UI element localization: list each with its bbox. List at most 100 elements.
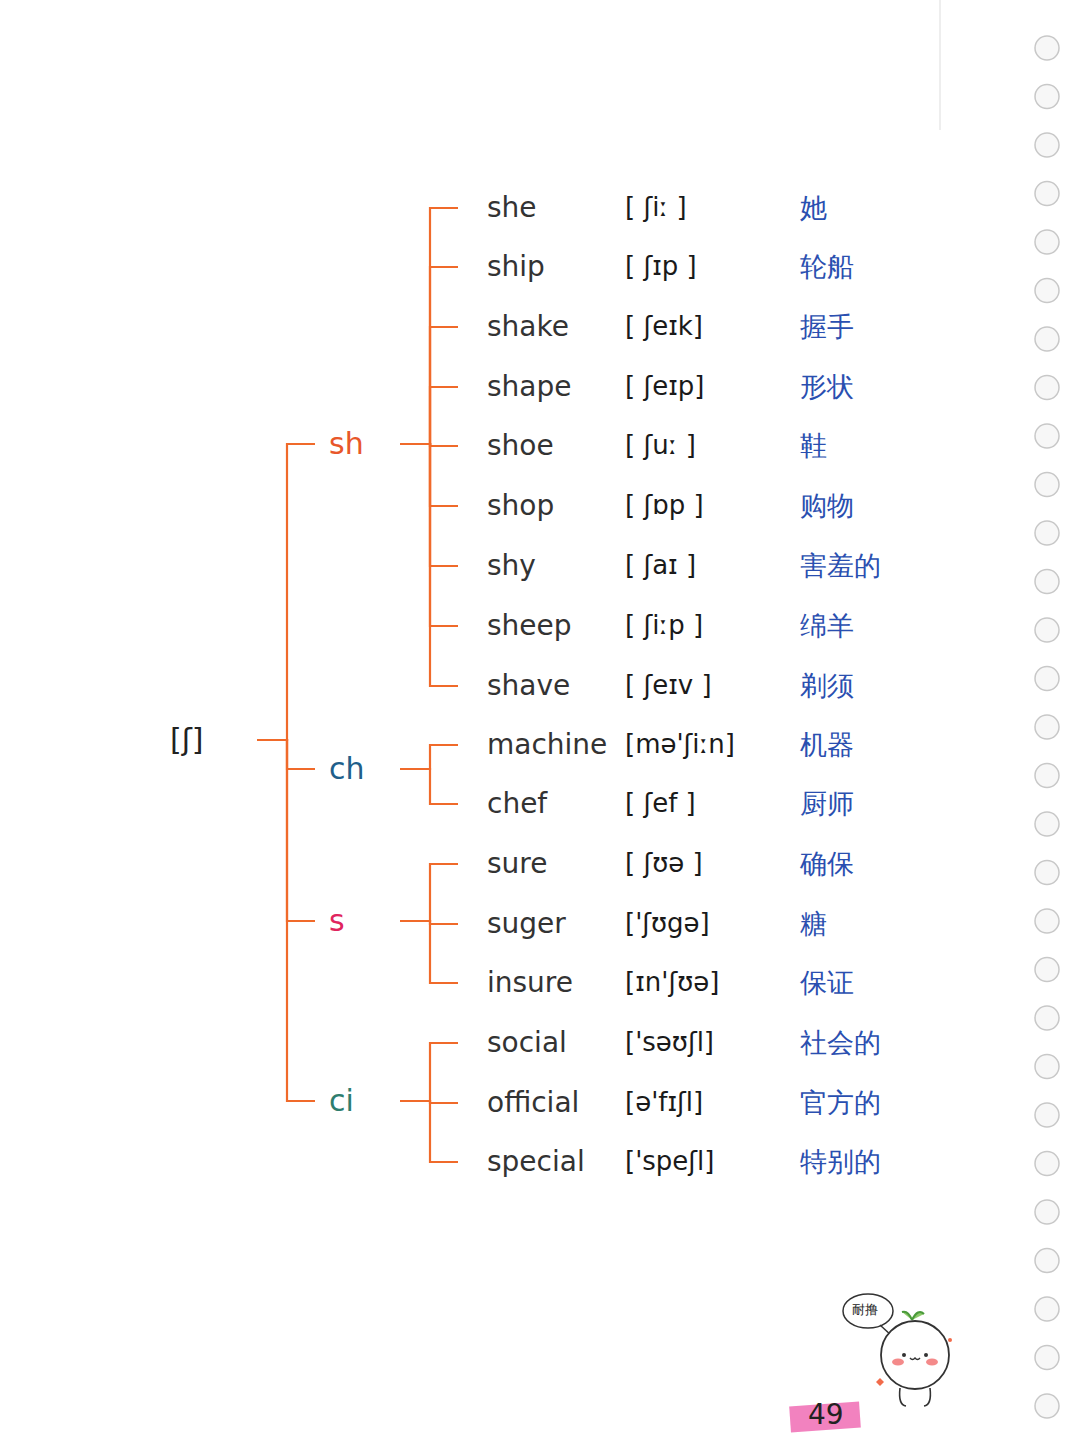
binder-ring xyxy=(1035,473,1059,497)
page-number: 49 xyxy=(808,1398,844,1431)
phonetic-symbol: [ ʃuː ] xyxy=(625,430,696,461)
sticker-character xyxy=(843,1294,952,1406)
binder-ring xyxy=(1035,279,1059,303)
word-entry: shake [ ʃeɪk] 握手 xyxy=(458,305,862,349)
word-entry: ship[ ʃɪp ]轮船 xyxy=(458,245,862,289)
phonetic-symbol: [ ʃiːp ] xyxy=(625,610,703,641)
word-entry: shy[ ʃaɪ ]害羞的 xyxy=(458,544,889,588)
binder-ring xyxy=(1035,715,1059,739)
tree-bracket xyxy=(400,208,458,444)
english-word: sure xyxy=(487,847,547,881)
phonetic-symbol: [ɪn'ʃʊə] xyxy=(625,967,719,998)
chinese-meaning: 形状 xyxy=(800,371,854,403)
group-letters: s xyxy=(329,903,345,939)
word-entry: sure [ ʃʊə ] 确保 xyxy=(458,842,862,886)
phonetic-symbol: [ ʃeɪk] xyxy=(625,311,703,342)
binder-ring xyxy=(1035,667,1059,691)
tree-bracket xyxy=(400,444,458,686)
tree-bracket xyxy=(400,864,458,921)
word-entry: chef[ ʃef ]厨师 xyxy=(458,782,862,826)
binder-ring xyxy=(1035,1200,1059,1224)
english-word: social xyxy=(487,1026,567,1060)
word-entry: shop[ ʃɒp ]购物 xyxy=(458,484,862,528)
chinese-meaning: 机器 xyxy=(800,729,854,761)
sticker-speech: 耐撸 xyxy=(852,1301,878,1319)
phonetic-symbol: [ə'fɪʃl] xyxy=(625,1087,703,1118)
tree-bracket xyxy=(400,1101,458,1162)
binder-ring xyxy=(1035,424,1059,448)
english-word: she xyxy=(487,191,537,225)
english-word: official xyxy=(487,1086,579,1120)
phonetic-symbol: [ ʃaɪ ] xyxy=(625,550,696,581)
phonetic-symbol: [ ʃeɪp] xyxy=(625,371,704,402)
binder-ring xyxy=(1035,133,1059,157)
binder-ring xyxy=(1035,958,1059,982)
binder-ring xyxy=(1035,36,1059,60)
chinese-meaning: 特别的 xyxy=(800,1146,881,1178)
phonetic-symbol: ['ʃʊgə] xyxy=(625,908,710,939)
binder-ring xyxy=(1035,230,1059,254)
binder-ring xyxy=(1035,1103,1059,1127)
english-word: shave xyxy=(487,669,570,703)
word-entry: suger['ʃʊgə]糖 xyxy=(458,902,835,946)
word-entry: she[ ʃiː ]她 xyxy=(458,186,835,230)
chinese-meaning: 绵羊 xyxy=(800,610,854,642)
binder-ring xyxy=(1035,1152,1059,1176)
chinese-meaning: 确保 xyxy=(800,848,854,880)
word-entry: shoe [ ʃuː ] 鞋 xyxy=(458,424,835,468)
tree-bracket xyxy=(400,769,458,804)
binder-ring xyxy=(1035,521,1059,545)
binder-ring xyxy=(1035,618,1059,642)
chinese-meaning: 厨师 xyxy=(800,788,854,820)
binder-ring xyxy=(1035,182,1059,206)
tree-bracket xyxy=(400,267,458,444)
binder-ring xyxy=(1035,85,1059,109)
phonetic-symbol: [ ʃiː ] xyxy=(625,192,687,223)
english-word: shop xyxy=(487,489,554,523)
phonetic-symbol: ['səʊʃl] xyxy=(625,1027,714,1058)
tree-bracket xyxy=(400,1043,458,1101)
chinese-meaning: 轮船 xyxy=(800,251,854,283)
page-edge xyxy=(939,0,941,130)
binder-rings xyxy=(1035,36,1059,1418)
english-word: shape xyxy=(487,370,572,404)
chinese-meaning: 害羞的 xyxy=(800,550,881,582)
word-entry: sheep [ ʃiːp ] 绵羊 xyxy=(458,604,862,648)
spelling-group: ci xyxy=(315,1079,400,1123)
root-symbol: [ʃ] xyxy=(170,722,204,758)
phonetic-symbol: [ ʃʊə ] xyxy=(625,848,703,879)
binder-ring xyxy=(1035,1006,1059,1030)
word-entry: official [ə'fɪʃl] 官方的 xyxy=(458,1081,889,1125)
phonetic-symbol: [ ʃef ] xyxy=(625,788,696,819)
chinese-meaning: 鞋 xyxy=(800,430,827,462)
english-word: ship xyxy=(487,250,545,284)
english-word: insure xyxy=(487,966,573,1000)
binder-ring xyxy=(1035,1055,1059,1079)
tree-bracket xyxy=(400,921,458,983)
binder-ring xyxy=(1035,570,1059,594)
spelling-group: ch xyxy=(315,747,400,791)
word-entry: special['speʃl]特别的 xyxy=(458,1140,889,1184)
spelling-group: sh xyxy=(315,422,400,466)
chinese-meaning: 购物 xyxy=(800,490,854,522)
english-word: sheep xyxy=(487,609,572,643)
english-word: special xyxy=(487,1145,585,1179)
chinese-meaning: 官方的 xyxy=(800,1087,881,1119)
english-word: shake xyxy=(487,310,569,344)
english-word: machine xyxy=(487,728,607,762)
group-letters: sh xyxy=(329,426,364,462)
chinese-meaning: 握手 xyxy=(800,311,854,343)
word-entry: machine [mə'ʃiːn] 机器 xyxy=(458,723,862,767)
chinese-meaning: 社会的 xyxy=(800,1027,881,1059)
binder-ring xyxy=(1035,1297,1059,1321)
phonetic-symbol: [ ʃeɪv ] xyxy=(625,670,712,701)
english-word: shoe xyxy=(487,429,554,463)
tree-bracket xyxy=(257,444,315,740)
group-letters: ch xyxy=(329,751,365,787)
english-word: suger xyxy=(487,907,566,941)
phonetic-symbol: [mə'ʃiːn] xyxy=(625,729,735,760)
spelling-group: s xyxy=(315,899,400,943)
